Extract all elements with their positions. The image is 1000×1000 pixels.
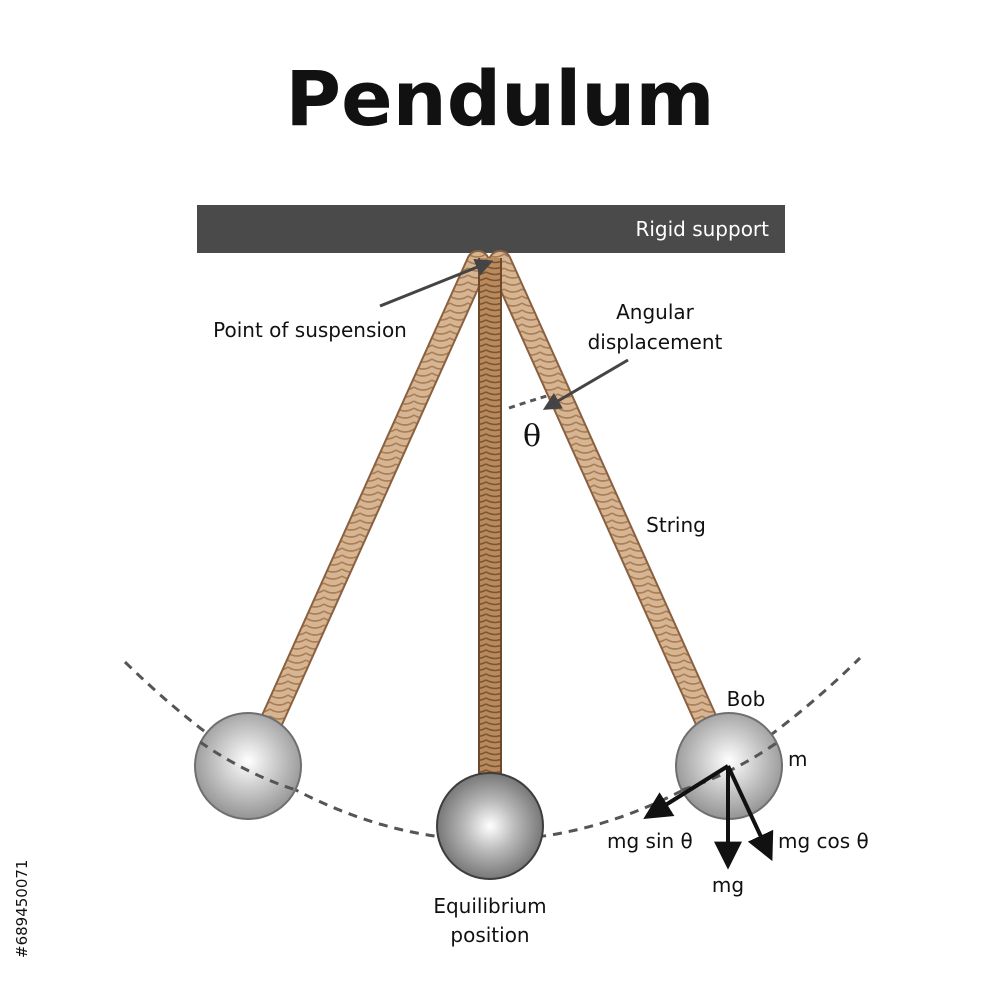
- string-label: String: [646, 513, 706, 537]
- bob-label: Bob: [727, 687, 766, 711]
- mass-label: m: [788, 747, 807, 771]
- mg-sin-label: mg sin θ: [607, 829, 693, 853]
- mg-cos-label: mg cos θ: [778, 829, 869, 853]
- mg-label: mg: [712, 873, 744, 897]
- center-bob: [436, 772, 544, 880]
- rigid-support-bar: [197, 205, 785, 253]
- left-string: [260, 250, 490, 732]
- point-of-suspension-label: Point of suspension: [213, 318, 407, 342]
- equilibrium-label-line1: Equilibrium: [433, 894, 546, 918]
- stock-id-watermark: #689450071: [13, 860, 31, 958]
- angular-label-line2: displacement: [588, 330, 723, 354]
- angle-arc: [508, 393, 551, 410]
- rigid-support-label: Rigid support: [635, 217, 769, 241]
- left-bob: [194, 712, 302, 820]
- angular-pointer-arrow: [542, 358, 629, 410]
- page-title: Pendulum: [285, 54, 714, 143]
- mg-cos-arrow: [726, 765, 774, 862]
- equilibrium-label-line2: position: [450, 923, 529, 947]
- swing-arc-overlay: [199, 740, 297, 792]
- theta-symbol: θ: [523, 419, 541, 454]
- right-string: [488, 250, 718, 732]
- angular-label-line1: Angular: [616, 300, 695, 324]
- suspension-pointer-arrow: [379, 258, 494, 308]
- mg-sin-arrow: [643, 764, 730, 819]
